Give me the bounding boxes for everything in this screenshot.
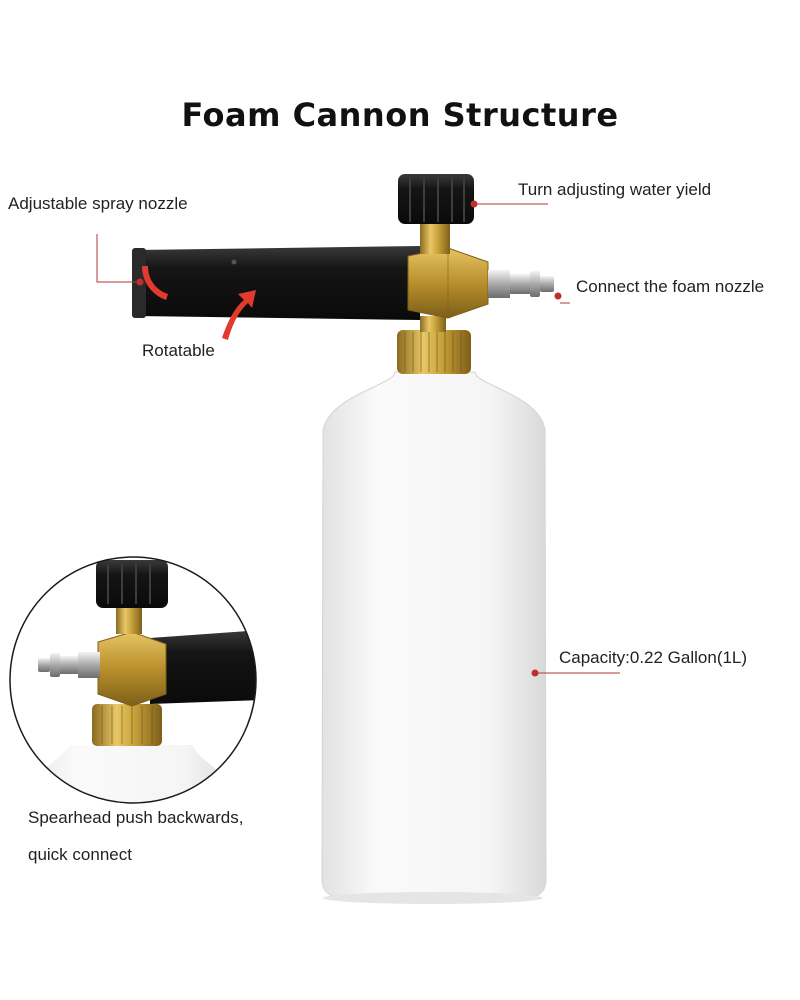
- page-title: Foam Cannon Structure: [181, 96, 619, 134]
- bottle: [321, 371, 547, 904]
- leader-dots: [136, 200, 562, 677]
- inset-detail: [9, 556, 257, 804]
- label-spearhead-line2: quick connect: [28, 845, 132, 864]
- brass-collar: [397, 316, 471, 374]
- knob-stem: [420, 220, 450, 254]
- rotation-arrow-icon: [142, 266, 256, 340]
- label-capacity: Capacity:0.22 Gallon(1L): [559, 648, 748, 667]
- label-spearhead-line1: Spearhead push backwards,: [28, 808, 244, 827]
- quick-connector: [488, 270, 554, 298]
- adjusting-knob: [398, 174, 474, 224]
- label-rotatable: Rotatable: [142, 341, 215, 360]
- label-turn-adjusting-water-yield: Turn adjusting water yield: [518, 180, 712, 199]
- label-connect-foam-nozzle: Connect the foam nozzle: [576, 277, 765, 296]
- nozzle-body: [132, 246, 420, 320]
- brass-fitting: [407, 247, 489, 319]
- label-adjustable-spray-nozzle: Adjustable spray nozzle: [8, 194, 188, 213]
- leader-lines: [96, 203, 620, 674]
